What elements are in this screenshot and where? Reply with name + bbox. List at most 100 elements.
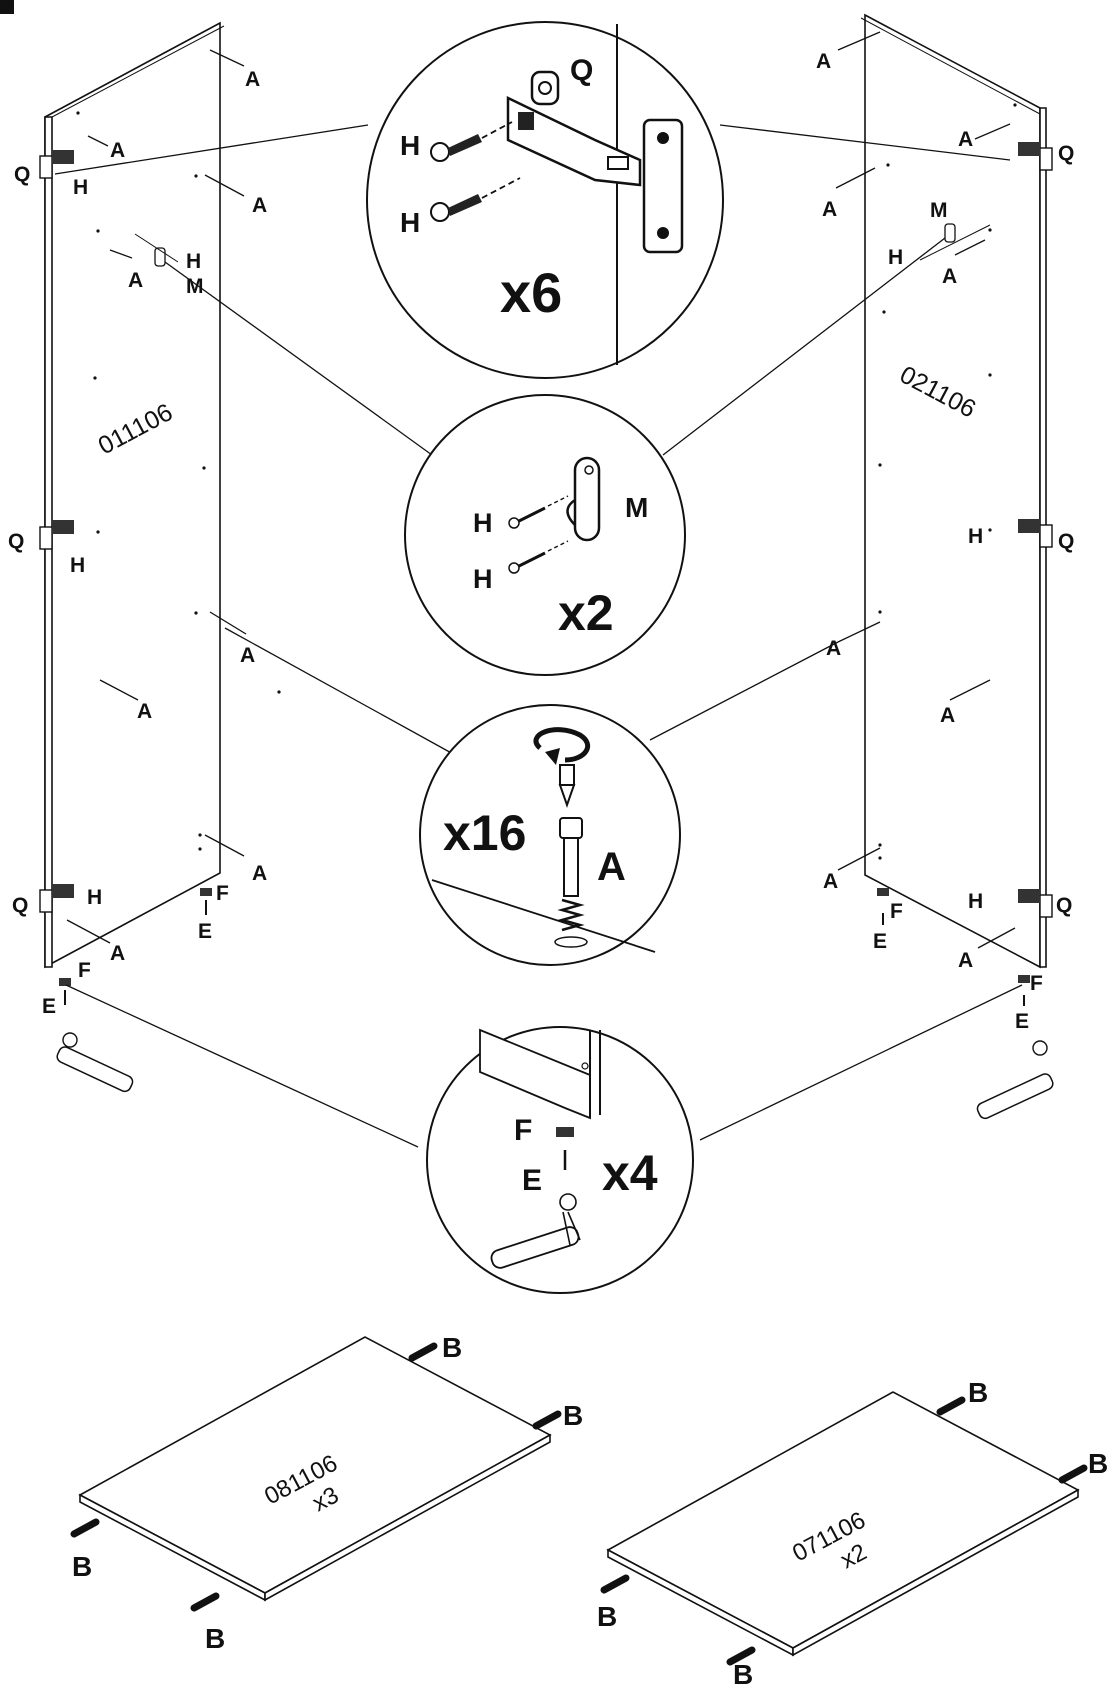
right-cam-markers — [835, 31, 1016, 949]
label-b: B — [205, 1623, 225, 1654]
screw-icon — [430, 177, 521, 222]
label-b: B — [733, 1659, 753, 1686]
label-b: B — [72, 1551, 92, 1582]
label-b: B — [968, 1377, 988, 1408]
label-a: A — [942, 265, 957, 288]
label-f: F — [78, 959, 91, 982]
callout-foot-label-e: E — [522, 1164, 542, 1197]
screwdriver-icon — [558, 764, 576, 809]
screw-icon — [508, 540, 569, 574]
label-a: A — [252, 194, 267, 217]
left-hinge-bottom — [39, 884, 74, 913]
left-foot-back — [59, 978, 71, 1005]
label-a: A — [816, 50, 831, 73]
shelf-right: 071106 x2 B B B B — [597, 1377, 1108, 1686]
label-q: Q — [1058, 530, 1074, 553]
label-b: B — [1088, 1448, 1108, 1479]
label-a: A — [110, 139, 125, 162]
right-hinge-middle — [1018, 519, 1053, 548]
callout-foot-qty: x4 — [602, 1145, 658, 1201]
callout-bracket-label-h: H — [473, 564, 493, 594]
right-bracket — [944, 223, 956, 243]
left-hammer-icon — [56, 1032, 134, 1093]
cam-bolt-icon — [554, 817, 588, 948]
label-b: B — [563, 1400, 583, 1431]
label-h: H — [186, 250, 201, 273]
right-hammer-icon — [976, 1040, 1054, 1120]
bracket-icon — [566, 456, 601, 542]
label-f: F — [890, 900, 903, 923]
label-q: Q — [12, 894, 28, 917]
label-a: A — [128, 269, 143, 292]
label-h: H — [968, 890, 983, 913]
dowel-icon — [70, 1342, 562, 1612]
callout-bracket-qty: x2 — [558, 585, 614, 641]
label-a: A — [110, 942, 125, 965]
label-q: Q — [1058, 142, 1074, 165]
label-a: A — [958, 949, 973, 972]
screw-icon — [508, 495, 569, 529]
left-foot-front — [200, 888, 212, 915]
callout-cam-qty: x16 — [443, 805, 526, 861]
right-side-panel: 021106 — [816, 13, 1074, 1120]
hammer-icon — [490, 1193, 581, 1269]
label-a: A — [822, 198, 837, 221]
callout-hinge-label-q: Q — [570, 54, 593, 87]
label-a: A — [137, 700, 152, 723]
label-h: H — [87, 886, 102, 909]
callout-hinge: H H Q x6 — [366, 21, 724, 379]
left-hinge-top — [39, 150, 74, 179]
label-h: H — [70, 554, 85, 577]
callout-foot: F E x4 — [426, 1026, 694, 1294]
label-m: M — [930, 199, 948, 222]
label-b: B — [597, 1601, 617, 1632]
label-e: E — [198, 920, 212, 943]
hinge-plate — [642, 118, 684, 254]
right-panel-holes — [878, 103, 1017, 860]
label-a: A — [252, 862, 267, 885]
label-e: E — [1015, 1010, 1029, 1033]
right-hinge-top — [1018, 142, 1053, 171]
callout-hinge-label-h: H — [400, 130, 420, 161]
callout-bracket: H H M x2 — [404, 394, 686, 676]
label-q: Q — [14, 163, 30, 186]
callout-foot-label-f: F — [514, 1114, 532, 1147]
screw-icon — [430, 121, 513, 162]
label-a: A — [958, 128, 973, 151]
shelf-left: 081106 x3 B B B B — [70, 1332, 583, 1654]
label-q: Q — [1056, 894, 1072, 917]
label-h: H — [888, 246, 903, 269]
label-a: A — [240, 644, 255, 667]
left-side-panel: 011106 — [8, 21, 281, 1093]
label-a: A — [823, 870, 838, 893]
label-a: A — [245, 68, 260, 91]
callout-bracket-label-m: M — [625, 492, 648, 523]
label-e: E — [42, 995, 56, 1018]
right-foot-front — [877, 888, 889, 925]
label-f: F — [1030, 972, 1043, 995]
left-hinge-middle — [39, 520, 74, 550]
callout-bracket-label-h: H — [473, 508, 493, 538]
page-corner-mark — [0, 0, 14, 14]
callout-cam-label-a: A — [597, 845, 626, 889]
right-foot-back — [1018, 975, 1030, 1006]
callout-hinge-qty: x6 — [500, 261, 562, 324]
label-a: A — [940, 704, 955, 727]
label-f: F — [216, 882, 229, 905]
right-hinge-bottom — [1018, 889, 1053, 918]
callout-cam: x16 A — [419, 704, 681, 966]
callout-hinge-label-h: H — [400, 207, 420, 238]
glide-icon — [556, 1127, 574, 1137]
rotate-arrow-icon — [533, 727, 591, 765]
label-b: B — [442, 1332, 462, 1363]
left-panel-holes — [76, 111, 281, 851]
label-h: H — [73, 176, 88, 199]
hinge-icon — [506, 70, 642, 187]
label-a: A — [826, 637, 841, 660]
left-cam-markers — [66, 49, 247, 944]
leader-lines — [54, 124, 1023, 1148]
label-h: H — [968, 525, 983, 548]
label-e: E — [873, 930, 887, 953]
label-q: Q — [8, 530, 24, 553]
